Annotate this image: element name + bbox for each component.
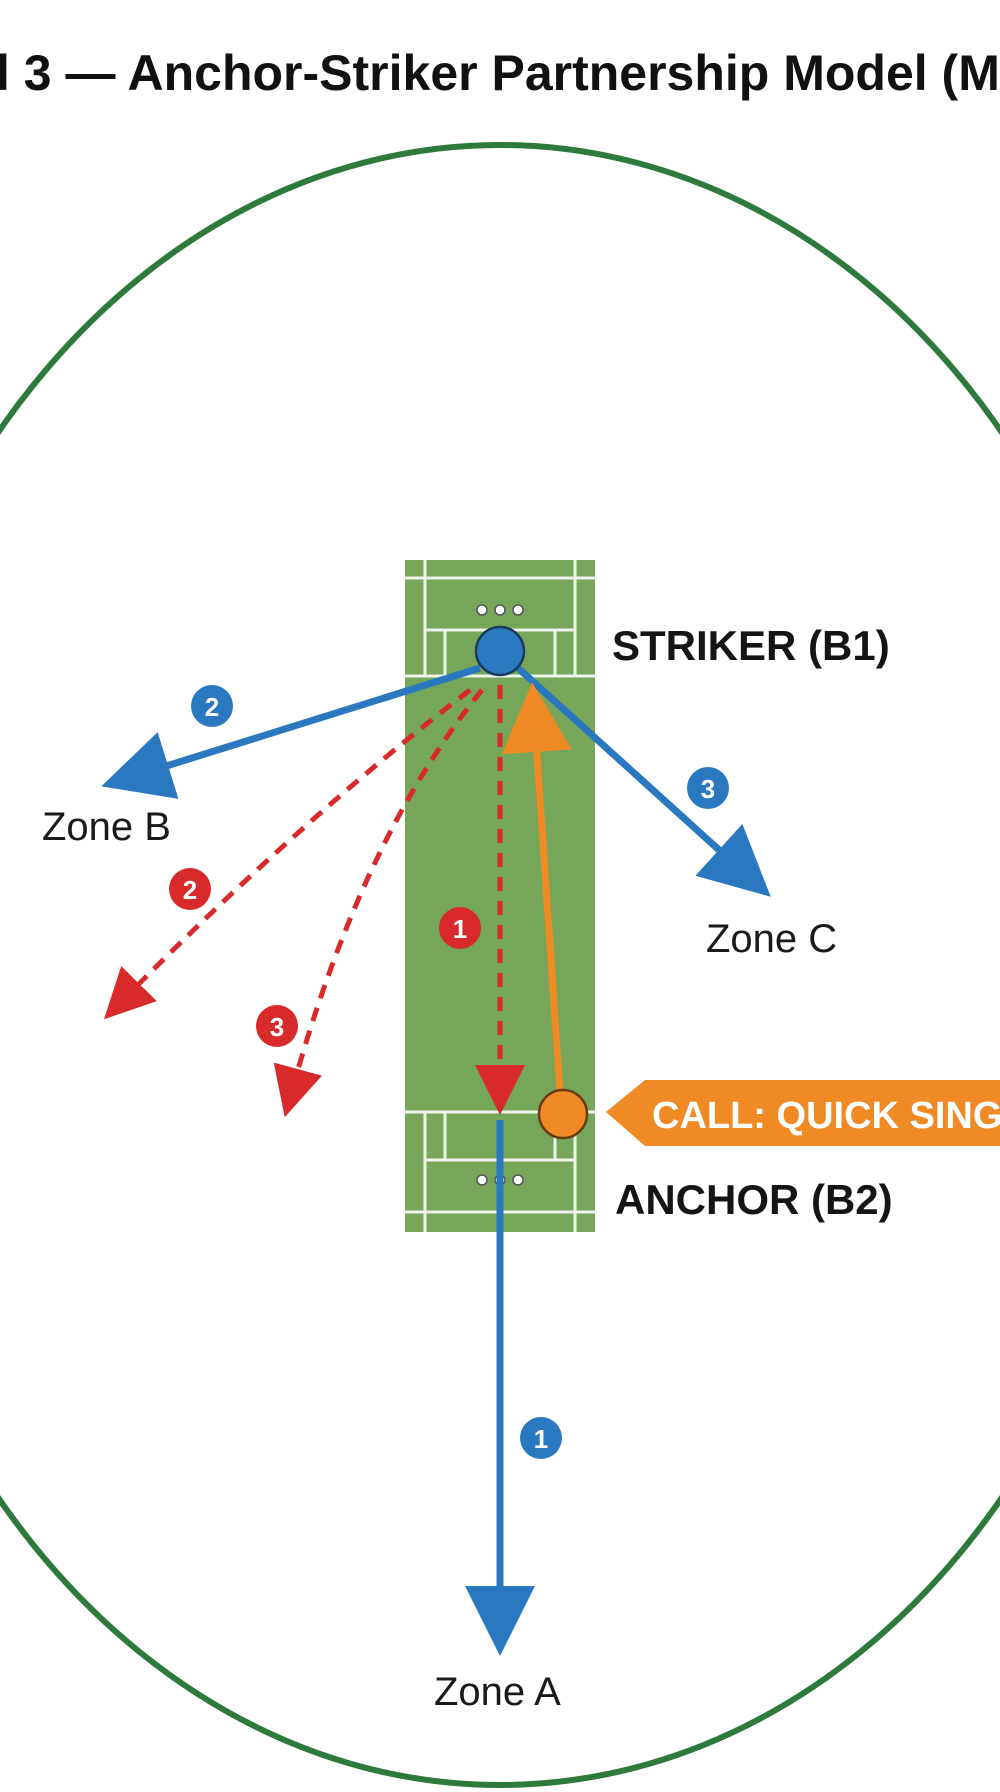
zone-b-label: Zone B <box>42 805 171 849</box>
blue-badge-1-number: 1 <box>534 1424 548 1454</box>
blue-badge-2-number: 2 <box>205 692 219 722</box>
anchor-marker <box>537 1088 589 1140</box>
blue-badge-1: 1 <box>520 1417 562 1459</box>
striker-label: STRIKER (B1) <box>612 622 890 669</box>
call-text: CALL: QUICK SINGLE <box>652 1095 1000 1137</box>
risk-routes <box>103 685 525 1118</box>
red-badge-1-number: 1 <box>453 914 467 944</box>
zone-c-label: Zone C <box>706 917 837 961</box>
blue-badge-2: 2 <box>191 685 233 727</box>
anchor-label: ANCHOR (B2) <box>615 1176 893 1223</box>
stumps-top <box>476 604 524 616</box>
blue-badge-3: 3 <box>687 767 729 809</box>
shot-route-2 <box>101 664 482 799</box>
zone-a-label: Zone A <box>434 1670 561 1714</box>
risk-route-3 <box>273 688 484 1118</box>
red-badge-2-number: 2 <box>183 875 197 905</box>
red-badge-3: 3 <box>256 1005 298 1047</box>
call-callout: CALL: QUICK SINGLE <box>606 1080 1000 1146</box>
risk-route-2 <box>103 688 472 1020</box>
striker-marker <box>474 625 526 677</box>
red-badge-1: 1 <box>439 907 481 949</box>
blue-badge-3-number: 3 <box>701 774 715 804</box>
boundary-rope <box>0 142 1000 1788</box>
red-badge-3-number: 3 <box>270 1012 284 1042</box>
call-callout-shape <box>606 1080 1000 1146</box>
red-badge-2: 2 <box>169 868 211 910</box>
diagram-title: l 3 — Anchor-Striker Partnership Model (… <box>0 45 1000 101</box>
quick-single-route <box>501 682 572 1093</box>
